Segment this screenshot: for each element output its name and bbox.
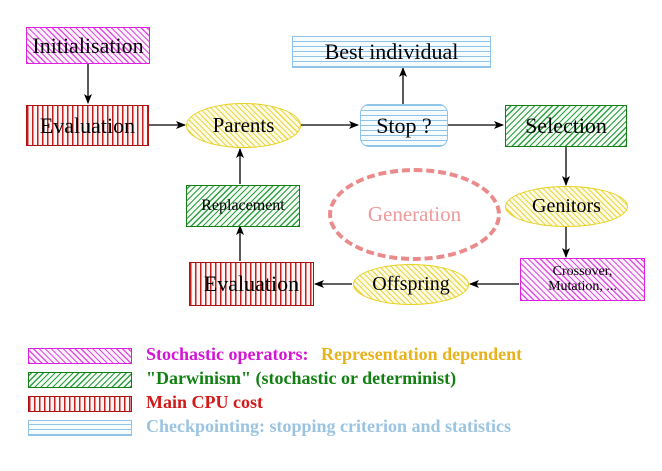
node-initialisation-label: Initialisation [32,32,144,58]
legend-swatch-blue-horizontal-hatch [28,420,132,436]
node-best-individual-label: Best individual [324,39,459,65]
legend-swatch-red-vertical-hatch [28,396,132,412]
node-crossover-line2: Mutation, ... [548,278,617,294]
node-selection-label: Selection [525,113,607,139]
node-evaluation-top-label: Evaluation [39,112,136,138]
node-parents-label: Parents [212,113,275,138]
node-stop-label: Stop ? [376,112,432,138]
node-replacement[interactable]: Replacement [186,185,300,227]
node-best-individual[interactable]: Best individual [292,36,491,68]
node-parents[interactable]: Parents [186,103,301,148]
node-generation: Generation [328,168,501,261]
legend-label-representation-dependent: Representation dependent [320,344,523,364]
legend-label-checkpointing: Checkpointing: stopping criterion and st… [146,416,512,436]
node-evaluation-top[interactable]: Evaluation [26,105,149,146]
node-initialisation[interactable]: Initialisation [26,27,150,64]
legend-swatch-magenta-diagonal-hatch [28,348,132,364]
node-genitors[interactable]: Genitors [505,186,628,227]
node-generation-label: Generation [367,202,462,226]
node-offspring-label: Offspring [372,273,450,295]
legend-label-main-cpu-cost: Main CPU cost [146,392,263,412]
node-stop[interactable]: Stop ? [360,104,448,147]
node-selection[interactable]: Selection [505,105,627,147]
node-evaluation-bottom-label: Evaluation [203,271,300,297]
node-genitors-label: Genitors [532,195,601,217]
legend-label-stochastic-operators: Stochastic operators: Representation dep… [146,344,522,365]
node-offspring[interactable]: Offspring [353,264,469,305]
node-crossover-mutation[interactable]: Crossover, Mutation, ... [520,258,645,301]
legend-label-stochastic-operators-text: Stochastic operators: [146,344,309,364]
node-replacement-label: Replacement [201,196,285,214]
node-crossover-line1: Crossover, [552,263,613,279]
legend-label-darwinism: "Darwinism" (stochastic or determinist) [146,368,457,388]
legend-swatch-green-diagonal-hatch [28,372,132,388]
node-evaluation-bottom[interactable]: Evaluation [189,262,314,306]
